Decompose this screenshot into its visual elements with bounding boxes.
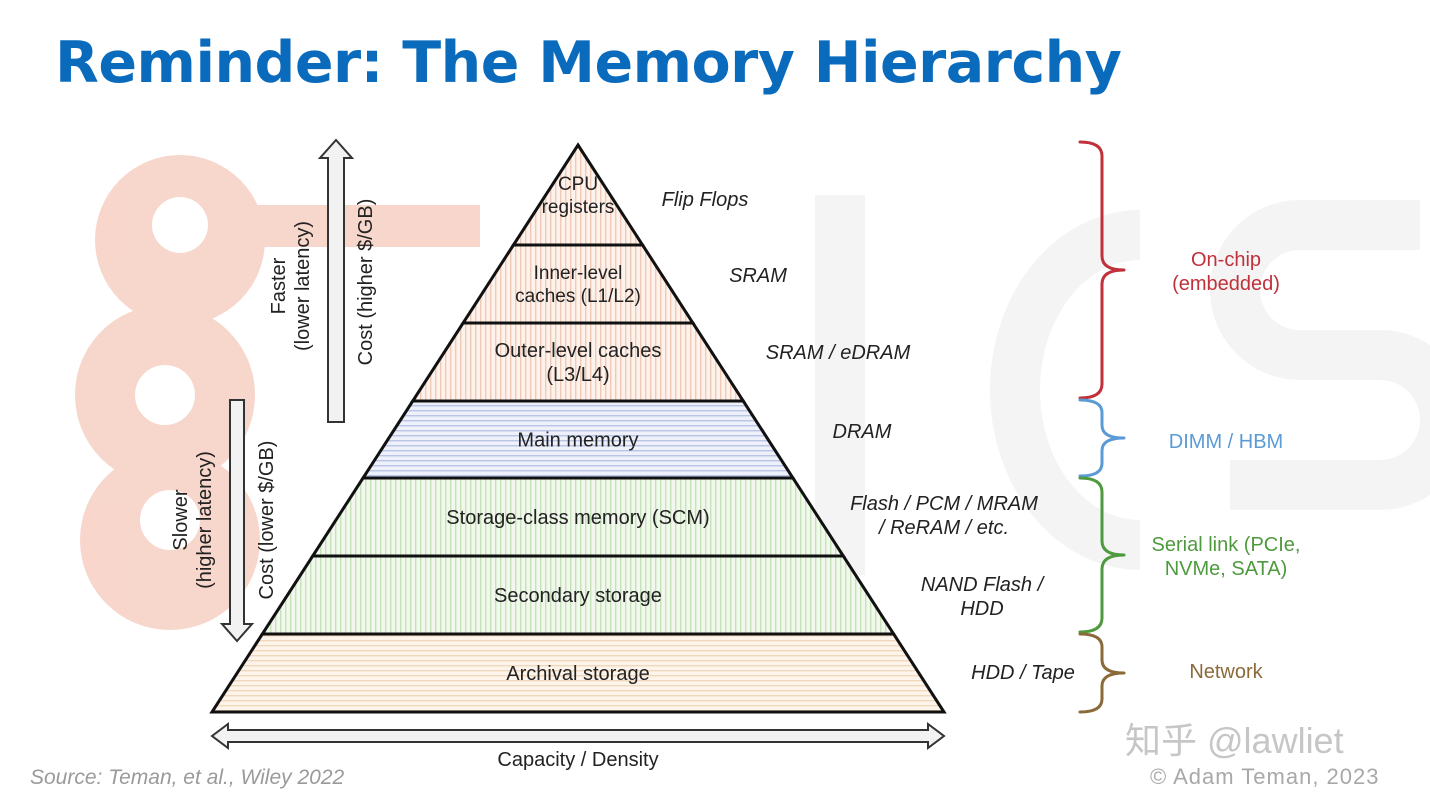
group-label: Serial link (PCIe,NVMe, SATA) <box>1152 534 1301 580</box>
cost-higher-label: Cost (higher $/GB) <box>355 199 377 366</box>
copyright: © Adam Teman, 2023 <box>1150 764 1380 789</box>
background-logo <box>75 155 1430 630</box>
level-label: Outer-level caches(L3/L4) <box>495 340 662 386</box>
group-label: DIMM / HBM <box>1169 431 1283 453</box>
axis-arrows: Faster(lower latency) Cost (higher $/GB) S… <box>170 138 946 771</box>
level-label: Archival storage <box>506 663 649 685</box>
pyramid-level <box>409 321 747 403</box>
pyramid-level <box>209 632 947 714</box>
faster-label: Faster(lower latency) <box>268 221 314 351</box>
capacity-arrow <box>210 722 946 750</box>
group-brace <box>1078 140 1126 400</box>
technology-label: DRAM <box>833 421 892 443</box>
watermark: 知乎 @lawliet <box>1125 720 1344 761</box>
group-brace <box>1078 398 1126 478</box>
capacity-label: Capacity / Density <box>497 749 658 771</box>
technology-label: SRAM / eDRAM <box>766 342 911 364</box>
cost-lower-label: Cost (lower $/GB) <box>256 441 278 600</box>
level-label: Main memory <box>517 430 638 452</box>
slower-label: Slower(higher latency) <box>170 451 216 589</box>
technology-label: Flash / PCM / MRAM/ ReRAM / etc. <box>850 493 1038 539</box>
level-label: Secondary storage <box>494 585 662 607</box>
source-citation: Source: Teman, et al., Wiley 2022 <box>30 766 345 789</box>
technology-label: SRAM <box>729 265 787 287</box>
interface-groups: On-chip(embedded) DIMM / HBM Serial link (… <box>1078 140 1301 714</box>
technology-label: NAND Flash /HDD <box>921 574 1046 620</box>
group-brace <box>1078 476 1126 634</box>
technology-label: Flip Flops <box>662 189 749 211</box>
group-label: Network <box>1189 661 1263 683</box>
level-label: Storage-class memory (SCM) <box>446 507 709 529</box>
faster-arrow <box>317 138 355 423</box>
technology-label: HDD / Tape <box>971 662 1075 684</box>
group-brace <box>1078 632 1126 714</box>
page-title: Reminder: The Memory Hierarchy <box>55 30 1122 96</box>
slower-arrow <box>219 399 255 643</box>
group-label: On-chip(embedded) <box>1172 249 1280 295</box>
